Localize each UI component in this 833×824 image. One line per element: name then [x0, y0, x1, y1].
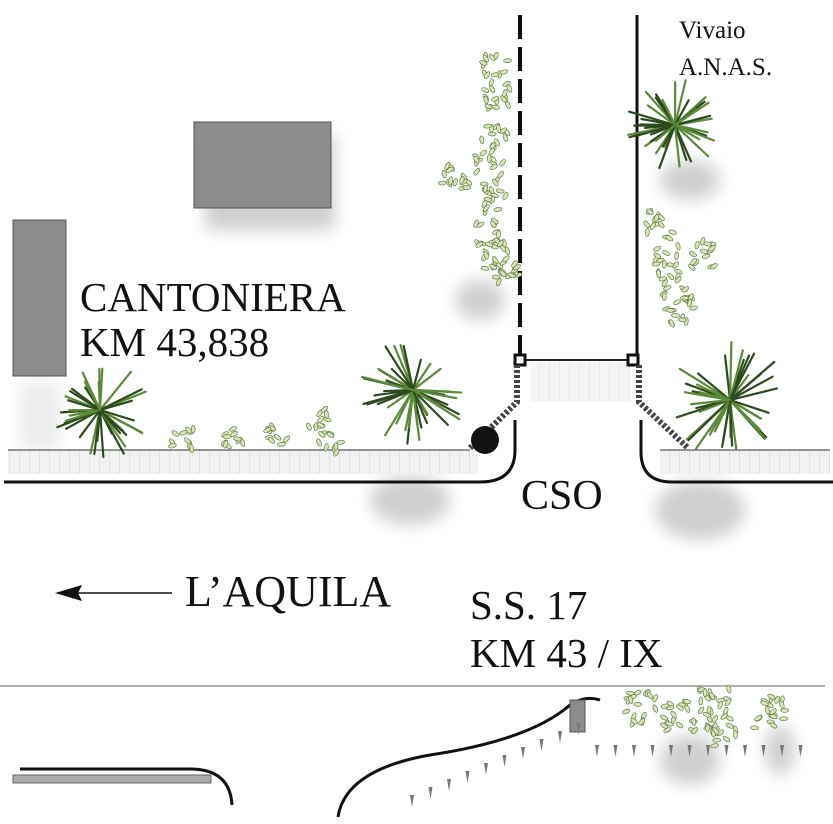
hedge-spike [428, 787, 433, 799]
shrub-icon [660, 698, 699, 735]
hedge-spike [465, 771, 470, 783]
road-km-label: KM 43 / IX [470, 630, 663, 676]
palm-plant-icon [675, 341, 778, 450]
hedge-spikes [410, 723, 803, 807]
shrub-icon [491, 255, 523, 287]
hedge-spike [687, 745, 692, 757]
hedge-spike [558, 731, 562, 743]
hedge-spike [632, 745, 636, 757]
hedge-spike [502, 755, 507, 767]
hedge-spike [798, 745, 803, 757]
hedge-spike [706, 745, 710, 757]
shrub-icon [472, 153, 506, 187]
palm-plant-icon [627, 79, 715, 170]
wall-right [636, 365, 691, 451]
hedge-spike [484, 763, 488, 775]
shrub-icon [479, 51, 512, 87]
shrub-icon [688, 237, 718, 271]
shrub-icon [220, 426, 246, 450]
cantoniera-label: CANTONIERA [80, 274, 346, 320]
shrub-icon [437, 162, 473, 191]
shrub-icon [697, 684, 732, 723]
shrub-icon [643, 208, 677, 242]
arrow-left-icon [55, 585, 172, 601]
shrub-icon [658, 272, 691, 306]
post [569, 699, 586, 733]
road-label: S.S. 17 [470, 582, 588, 628]
hedge-spike [521, 747, 525, 759]
sidewalk-left [8, 450, 478, 474]
hedge-spike [669, 745, 673, 757]
road-edge-left [4, 420, 517, 484]
barrier [12, 774, 212, 784]
shrub-icon [703, 715, 739, 749]
hedge-spike [761, 745, 766, 757]
road-edge-bottom-left [20, 767, 234, 806]
shrub-icon [306, 406, 332, 431]
shrub-icon [316, 430, 345, 457]
shrub-icon [480, 237, 511, 271]
palm-plant-icon [56, 367, 147, 459]
vivaio-label: Vivaio [679, 17, 746, 44]
shrub-icon [651, 242, 683, 278]
bollard [471, 426, 499, 454]
hedge-spike [780, 745, 784, 757]
shrub-icon [662, 293, 699, 328]
hedge-spike [410, 795, 414, 807]
sidewalk-right [660, 450, 830, 474]
gate-driveway [530, 362, 630, 402]
gate-post-left [513, 353, 527, 367]
shrub-icon [750, 693, 790, 731]
shrub-icon [263, 422, 291, 447]
shrub-icon [622, 689, 659, 728]
shrub-icon [473, 217, 507, 253]
hedge-spike [539, 739, 544, 751]
plants [56, 51, 790, 749]
hedge-spike [650, 745, 655, 757]
hedge-spike [447, 779, 451, 791]
shrub-icon [479, 123, 511, 157]
hedge-spike [743, 745, 747, 757]
direction-label: L’AQUILA [185, 567, 392, 616]
hedge-spike [613, 745, 618, 757]
cantoniera-km-label: KM 43,838 [80, 319, 270, 365]
shrub-icon [481, 184, 509, 216]
hedge-spike [595, 745, 599, 757]
hedge-spike [724, 745, 729, 757]
building-cantoniera [193, 121, 332, 209]
shrub-icon [481, 84, 513, 112]
palm-plant-icon [361, 343, 463, 445]
road-edge-bottom-right [336, 696, 601, 818]
anas-label: A.N.A.S. [679, 54, 773, 81]
shrub-icon [168, 425, 196, 453]
cso-label: CSO [521, 473, 603, 519]
road-edge-right [639, 420, 833, 484]
gate-post-right [626, 353, 640, 367]
hedge-spike [576, 723, 581, 735]
building-side [12, 219, 67, 377]
